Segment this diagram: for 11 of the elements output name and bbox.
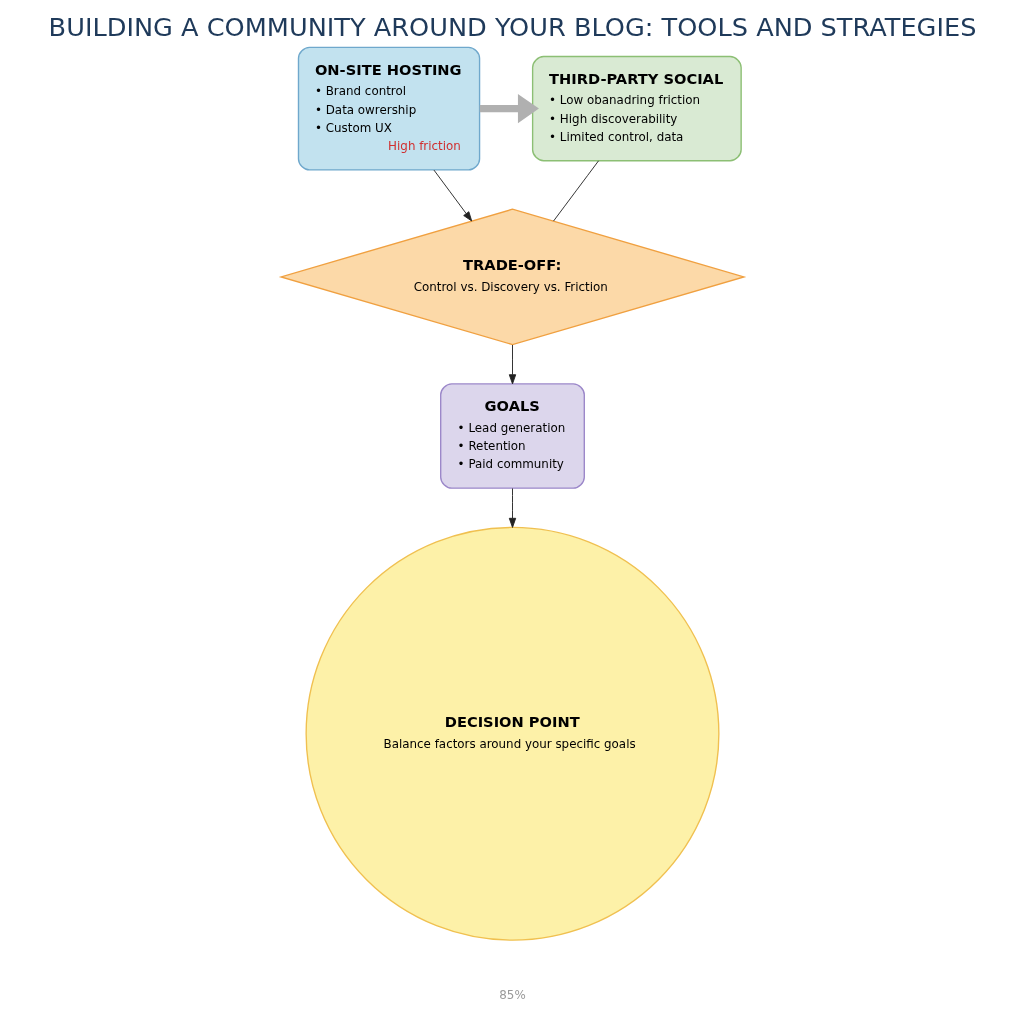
connector — [552, 160, 599, 222]
label: 85% — [498, 987, 526, 1002]
node-box: GOALS • Lead generation • Retention • Paid community — [439, 383, 585, 489]
node-box: THIRD-PARTY SOCIAL • Low obanadring friction • High discoverability • Limited control, data — [531, 55, 742, 162]
arrow — [433, 169, 472, 222]
diagram-title: BUILDING A COMMUNITY AROUND YOUR BLOG: TOOLS AND STRATEGIES — [48, 11, 976, 42]
node-circle: DECISION POINT Balance factors around your specific goals — [304, 526, 720, 941]
arrow — [479, 93, 539, 124]
arrow — [508, 344, 516, 385]
node-box: ON-SITE HOSTING • Brand control • Data owrership • Custom UX High friction — [297, 46, 480, 171]
arrow — [508, 488, 516, 528]
